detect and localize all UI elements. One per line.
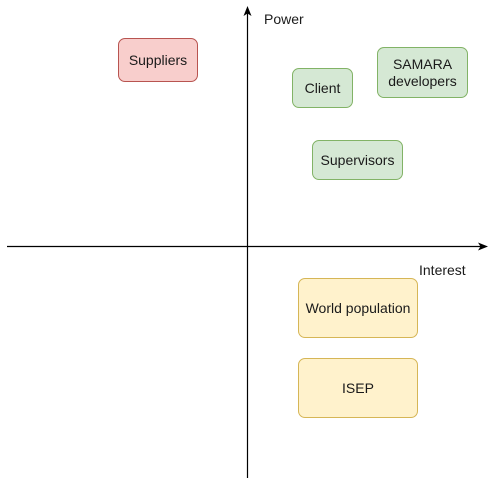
x-axis-arrowhead: [478, 242, 488, 251]
stakeholder-samara-developers: SAMARA developers: [377, 47, 468, 98]
stakeholder-label: Supervisors: [320, 151, 395, 168]
stakeholder-label: ISEP: [342, 379, 374, 396]
stakeholder-supervisors: Supervisors: [312, 140, 403, 180]
stakeholder-suppliers: Suppliers: [118, 38, 198, 82]
stakeholder-label: Suppliers: [128, 51, 188, 68]
stakeholder-label: World population: [305, 299, 411, 316]
stakeholder-world-population: World population: [298, 278, 418, 338]
stakeholder-client: Client: [292, 68, 353, 108]
y-axis-arrowhead: [243, 6, 252, 16]
stakeholder-label: Client: [304, 79, 341, 96]
stakeholder-isep: ISEP: [298, 358, 418, 418]
y-axis-label: Power: [264, 11, 304, 27]
x-axis-label: Interest: [419, 262, 466, 278]
stakeholder-label: SAMARA developers: [388, 55, 457, 89]
